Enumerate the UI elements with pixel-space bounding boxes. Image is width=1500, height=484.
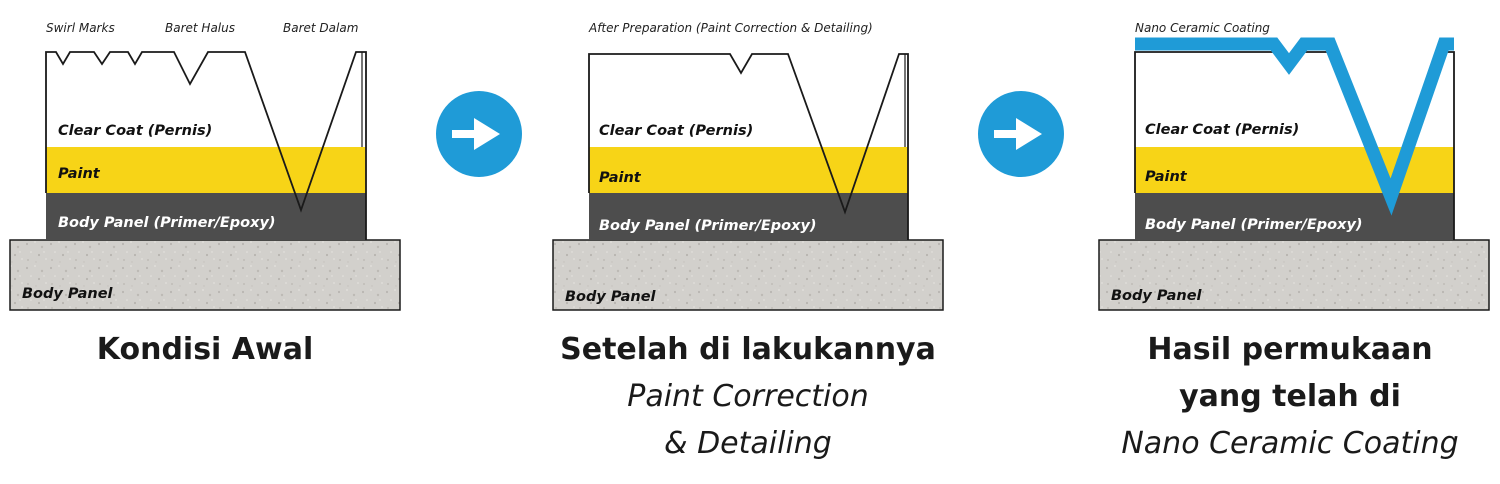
arrow-right-icon — [436, 91, 522, 177]
primer-layer — [1135, 193, 1454, 240]
label-body-panel: Body Panel — [1111, 288, 1203, 304]
panel-after-preparation: After Preparation (Paint Correction & De… — [552, 21, 944, 311]
panel-nano-ceramic: Nano Ceramic Coating Clear Coat (Pernis)… — [1098, 21, 1490, 311]
clear-coat-layer — [589, 54, 908, 147]
primer-layer — [589, 193, 908, 240]
caption-line-1: Setelah di lakukannya — [560, 332, 936, 367]
label-baret-dalam: Baret Dalam — [283, 21, 358, 35]
caption-after-preparation: Setelah di lakukannya Paint Correction &… — [518, 326, 978, 467]
panel-initial-condition: Swirl Marks Baret Halus Baret Dalam Clea… — [9, 21, 401, 311]
caption-line-2: Paint Correction — [627, 379, 869, 414]
paint-layer — [46, 147, 366, 193]
arrow-right-icon — [978, 91, 1064, 177]
label-body-panel: Body Panel — [565, 289, 657, 305]
label-nano-ceramic-coating: Nano Ceramic Coating — [1135, 21, 1270, 35]
label-swirl-marks: Swirl Marks — [46, 21, 115, 35]
caption-line-1: Hasil permukaan — [1147, 332, 1433, 367]
primer-layer — [46, 193, 366, 240]
label-paint: Paint — [599, 170, 642, 186]
label-paint: Paint — [58, 166, 101, 182]
body-panel-base — [9, 239, 401, 311]
label-primer: Body Panel (Primer/Epoxy) — [1145, 217, 1363, 233]
caption-line-3: Nano Ceramic Coating — [1121, 426, 1459, 461]
caption-line-2: yang telah di — [1179, 379, 1401, 414]
surface-profile — [1134, 51, 1455, 240]
label-clear-coat: Clear Coat (Pernis) — [58, 123, 212, 139]
label-paint: Paint — [1145, 169, 1188, 185]
label-clear-coat: Clear Coat (Pernis) — [1145, 122, 1299, 138]
label-primer: Body Panel (Primer/Epoxy) — [58, 215, 276, 231]
clear-coat-layer — [1135, 52, 1454, 147]
caption-line-1: Kondisi Awal — [96, 332, 314, 367]
body-panel-base — [552, 239, 944, 311]
nano-ceramic-coating-layer — [1135, 37, 1454, 216]
caption-nano-ceramic: Hasil permukaan yang telah di Nano Ceram… — [1080, 326, 1500, 467]
body-panel-base — [1098, 239, 1490, 311]
label-baret-halus: Baret Halus — [165, 21, 235, 35]
label-body-panel: Body Panel — [22, 286, 114, 302]
label-after-preparation: After Preparation (Paint Correction & De… — [588, 21, 873, 35]
label-clear-coat: Clear Coat (Pernis) — [599, 123, 753, 139]
label-primer: Body Panel (Primer/Epoxy) — [599, 218, 817, 234]
caption-line-3: & Detailing — [664, 426, 832, 461]
surface-profile — [45, 51, 367, 240]
clear-coat-layer — [46, 52, 366, 147]
surface-profile — [588, 53, 909, 240]
caption-initial-condition: Kondisi Awal — [10, 326, 400, 373]
